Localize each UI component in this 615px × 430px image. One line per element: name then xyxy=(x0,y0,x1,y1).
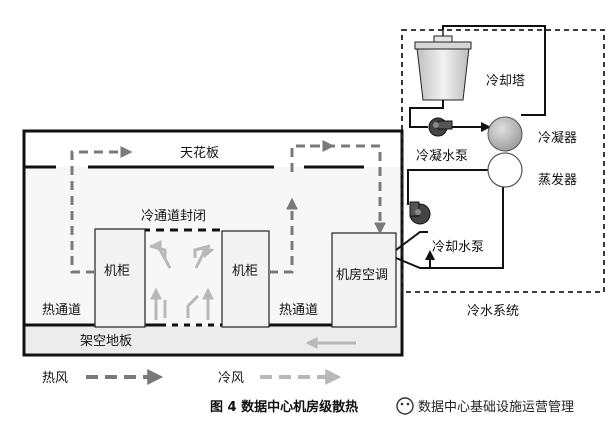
label-evaporator: 蒸发器 xyxy=(538,172,577,188)
hot-air-flow xyxy=(70,140,386,274)
crac-unit xyxy=(331,232,397,328)
cabinet-left xyxy=(94,228,146,328)
label-cabinet-left: 机柜 xyxy=(104,264,130,279)
cabinet-right xyxy=(221,230,270,328)
label-cold-aisle-closed: 冷通道封闭 xyxy=(141,209,206,224)
label-raised-floor: 架空地板 xyxy=(80,334,132,349)
label-cabinet-right: 机柜 xyxy=(232,264,258,279)
chilled-water-system xyxy=(395,25,605,293)
chilled-water-pump-icon xyxy=(409,201,431,225)
label-chilled-water-system: 冷水系统 xyxy=(467,304,519,319)
label-hot-aisle-left: 热通道 xyxy=(42,303,81,318)
condenser-icon xyxy=(487,116,523,152)
legend-cold-air-label: 冷风 xyxy=(218,371,244,386)
label-crac: 机房空调 xyxy=(336,267,388,283)
watermark: 数据中心基础设施运营管理 xyxy=(393,394,607,418)
cooling-tower-icon xyxy=(414,28,472,101)
water-piping xyxy=(395,25,546,269)
label-chilled-water-pump: 冷却水泵 xyxy=(432,240,484,255)
label-hot-aisle-right: 热通道 xyxy=(279,303,318,318)
legend: 热风 冷风 xyxy=(42,369,342,386)
figure-caption: 图 4 数据中心机房级散热 xyxy=(210,399,358,415)
legend-hot-air-label: 热风 xyxy=(42,371,68,386)
cold-air-flow xyxy=(149,240,356,349)
condenser-pump-icon xyxy=(428,117,453,137)
evaporator-icon xyxy=(487,152,523,188)
label-condenser-pump: 冷凝水泵 xyxy=(416,148,468,164)
wechat-icon xyxy=(396,397,414,415)
label-cooling-tower: 冷却塔 xyxy=(486,74,525,89)
watermark-text: 数据中心基础设施运营管理 xyxy=(418,400,574,415)
label-condenser: 冷凝器 xyxy=(538,130,577,146)
label-ceiling: 天花板 xyxy=(180,145,219,161)
